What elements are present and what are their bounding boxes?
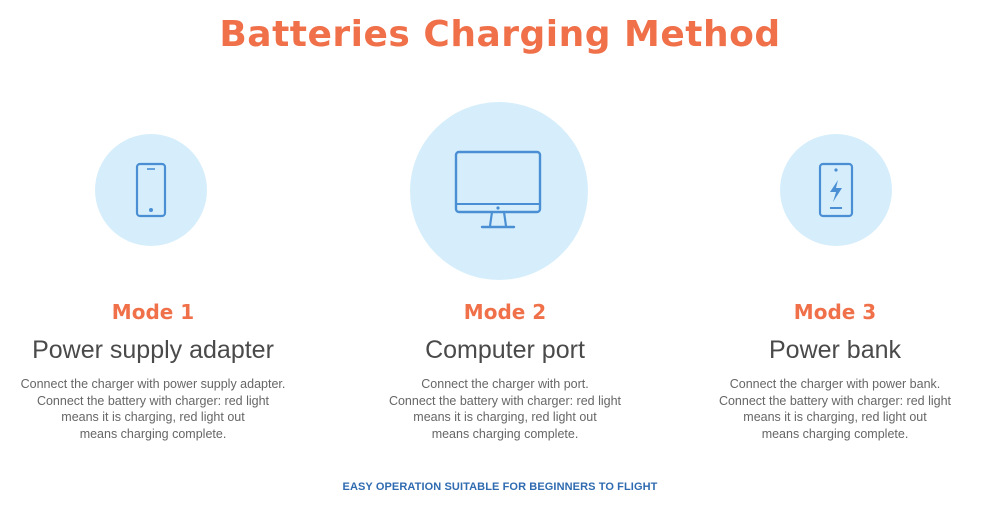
mode-name: Computer port	[425, 336, 585, 364]
mode-label: Mode 2	[463, 300, 547, 324]
desc-line: means charging complete.	[79, 426, 227, 441]
mode-name: Power bank	[768, 336, 902, 364]
mode-card-1: Mode 1 Power supply adapter Connect the …	[0, 0, 318, 528]
desc-line: Connect the charger with power supply ad…	[20, 377, 286, 391]
desc-line: Connect the charger with port.	[421, 377, 589, 391]
monitor-icon	[454, 150, 542, 229]
desc-line: Connect the charger with power bank.	[729, 377, 941, 391]
mode-card-2: Mode 2 Computer port Connect the charger…	[340, 0, 670, 528]
desc-line: means it is charging, red light out	[743, 410, 927, 424]
page-title: Batteries Charging Method	[219, 14, 781, 55]
mode-card-3: Mode 3 Power bank Connect the charger wi…	[670, 0, 1000, 528]
mode-description: Connect the charger with power supply ad…	[0, 376, 318, 442]
power-bank-icon	[818, 162, 854, 218]
mode-label: Mode 1	[111, 300, 195, 324]
desc-line: means charging complete.	[761, 426, 909, 441]
icon-circle	[95, 134, 207, 246]
phone-icon	[135, 162, 167, 218]
desc-line: Connect the battery with charger: red li…	[36, 393, 270, 408]
mode-description: Connect the charger with port. Connect t…	[340, 376, 670, 442]
desc-line: means charging complete.	[431, 426, 579, 441]
desc-line: means it is charging, red light out	[61, 410, 245, 424]
icon-circle	[780, 134, 892, 246]
icon-circle	[410, 102, 588, 280]
footer-tagline: EASY OPERATION SUITABLE FOR BEGINNERS TO…	[342, 481, 658, 493]
desc-line: Connect the battery with charger: red li…	[718, 393, 952, 408]
desc-line: means it is charging, red light out	[413, 410, 597, 424]
mode-label: Mode 3	[793, 300, 877, 324]
desc-line: Connect the battery with charger: red li…	[388, 393, 622, 408]
mode-name: Power supply adapter	[32, 336, 274, 364]
mode-description: Connect the charger with power bank. Con…	[670, 376, 1000, 442]
